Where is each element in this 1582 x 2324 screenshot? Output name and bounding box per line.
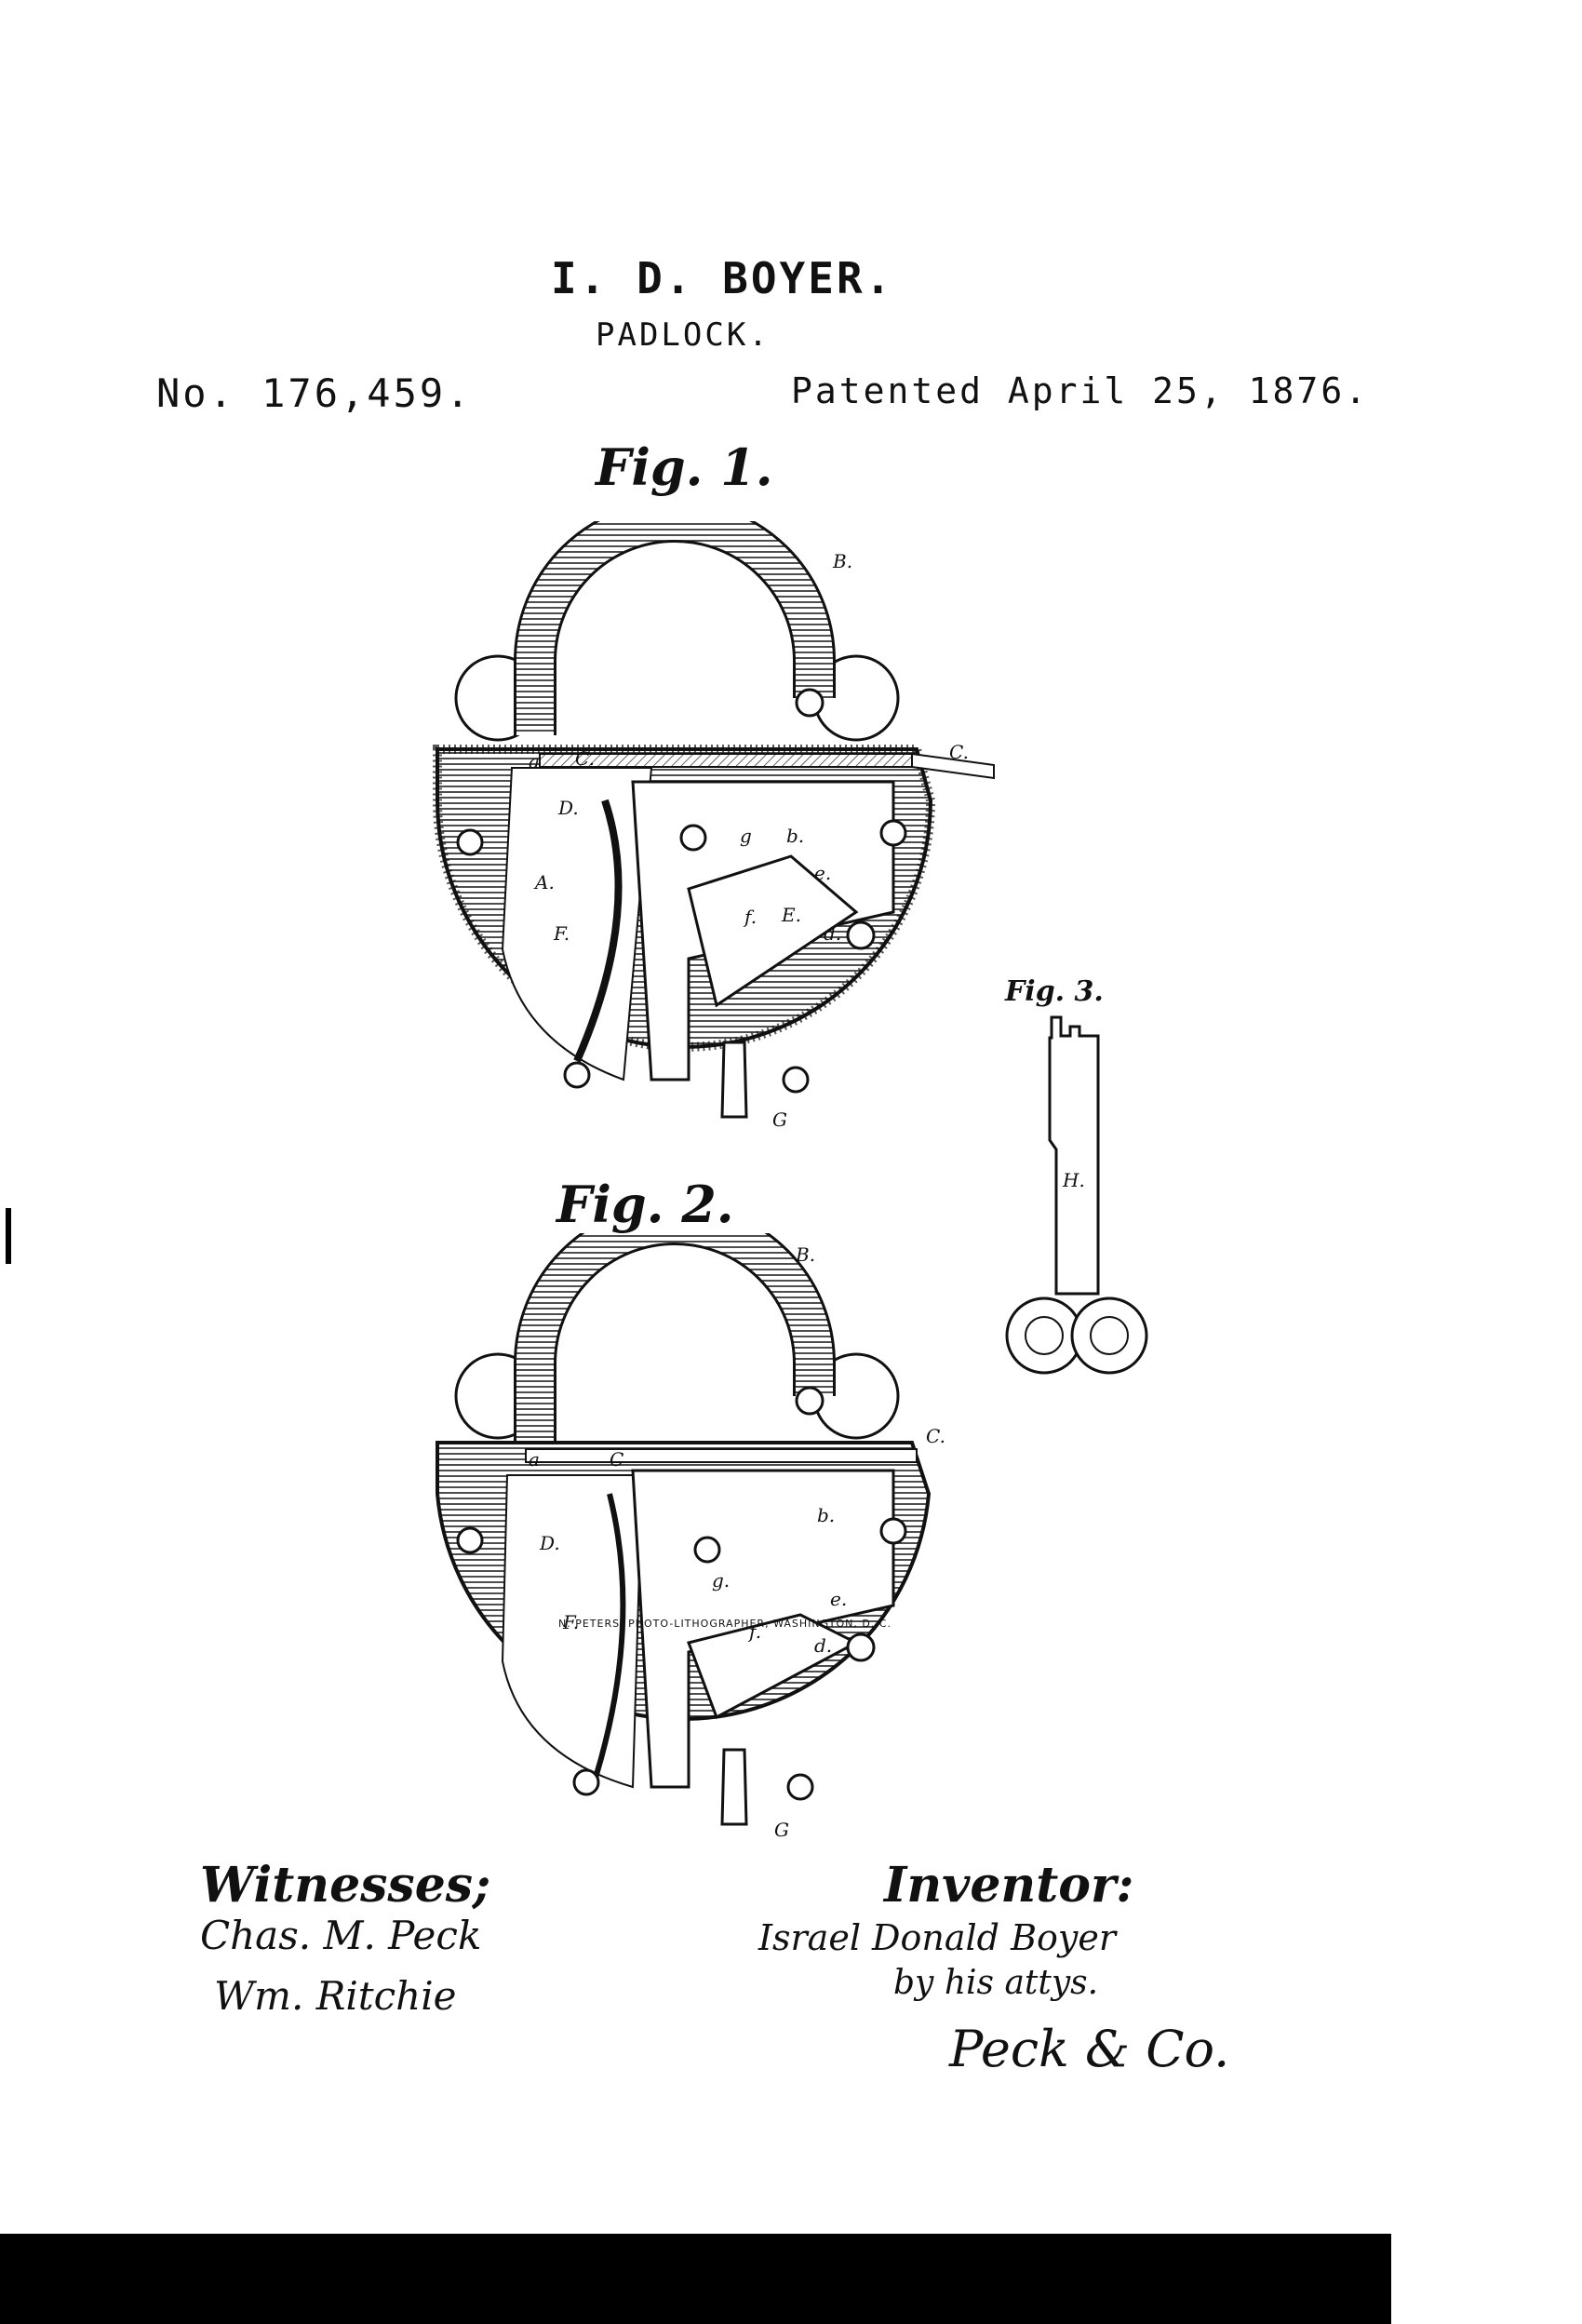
fig1-part-f: f. (743, 906, 757, 928)
fig3-label: Fig. 3. (1005, 975, 1104, 1008)
invention-title: PADLOCK. (596, 316, 771, 354)
fig1-bolt (539, 753, 913, 768)
fig2-part-G: G (774, 1819, 789, 1841)
scan-bottom-bar (0, 2234, 1391, 2324)
fig2-bolt (525, 1448, 918, 1463)
inventor-signature: Israel Donald Boyer (758, 1917, 1117, 1958)
fig1-part-g: g (740, 825, 752, 847)
fig2-part-e: e. (830, 1588, 847, 1610)
fig1-part-B: B. (832, 550, 852, 572)
fig2-part-b: b. (817, 1504, 835, 1526)
fig2-label: Fig. 2. (556, 1175, 734, 1234)
patent-number: No. 176,459. (156, 370, 473, 416)
patent-date: Patented April 25, 1876. (791, 370, 1370, 411)
fig2-part-f: f. (747, 1620, 761, 1643)
fig2-part-D: D. (539, 1532, 560, 1554)
scan-margin-mark (6, 1208, 11, 1264)
fig1-label: Fig. 1. (596, 437, 773, 497)
fig2-part-C-right: C. (926, 1425, 945, 1447)
witness-2-signature: Wm. Ritchie (214, 1973, 457, 2019)
fig1-part-G: G (772, 1108, 787, 1131)
fig2-part-B: B. (795, 1243, 815, 1266)
witness-1-signature: Chas. M. Peck (200, 1913, 482, 1958)
fig3-key-drawing: H. (1005, 1015, 1148, 1375)
fig1-part-a: a (529, 750, 540, 772)
inventor-label: Inventor: (884, 1857, 1134, 1914)
witnesses-label: Witnesses; (200, 1857, 491, 1914)
lithographer-credit: N. PETERS, PHOTO-LITHOGRAPHER, WASHINGTO… (558, 1618, 892, 1630)
fig1-part-D: D. (557, 797, 579, 819)
by-attorneys-text: by his attys. (893, 1964, 1099, 2002)
fig1-part-F: F. (553, 922, 570, 945)
inventor-name-heading: I. D. BOYER. (551, 253, 894, 303)
fig2-padlock-drawing: B. C. a C D. b. g. e. F. f. d. G (436, 1233, 945, 1841)
fig2-part-a: a (529, 1448, 540, 1471)
fig1-part-d: d. (824, 922, 841, 945)
fig2-part-d: d. (814, 1634, 832, 1657)
fig1-part-C-right: C. (949, 741, 969, 763)
fig3-key-shaft (1048, 1015, 1100, 1296)
fig2-part-C-left: C (610, 1448, 623, 1471)
fig1-part-C-left: C. (575, 747, 595, 770)
fig2-part-g: g. (712, 1569, 730, 1592)
fig1-part-E: E. (781, 904, 801, 926)
fig2-part-F: F. (562, 1611, 579, 1633)
fig1-part-e: e. (814, 862, 831, 884)
attorneys-signature: Peck & Co. (949, 2020, 1230, 2078)
fig1-part-A: A. (533, 871, 555, 893)
fig3-part-H: H. (1062, 1169, 1085, 1191)
fig1-padlock-drawing: B. C. a C. D. g b. A. e. f. E. d. F. G (433, 521, 995, 1131)
fig1-part-b: b. (786, 825, 804, 847)
